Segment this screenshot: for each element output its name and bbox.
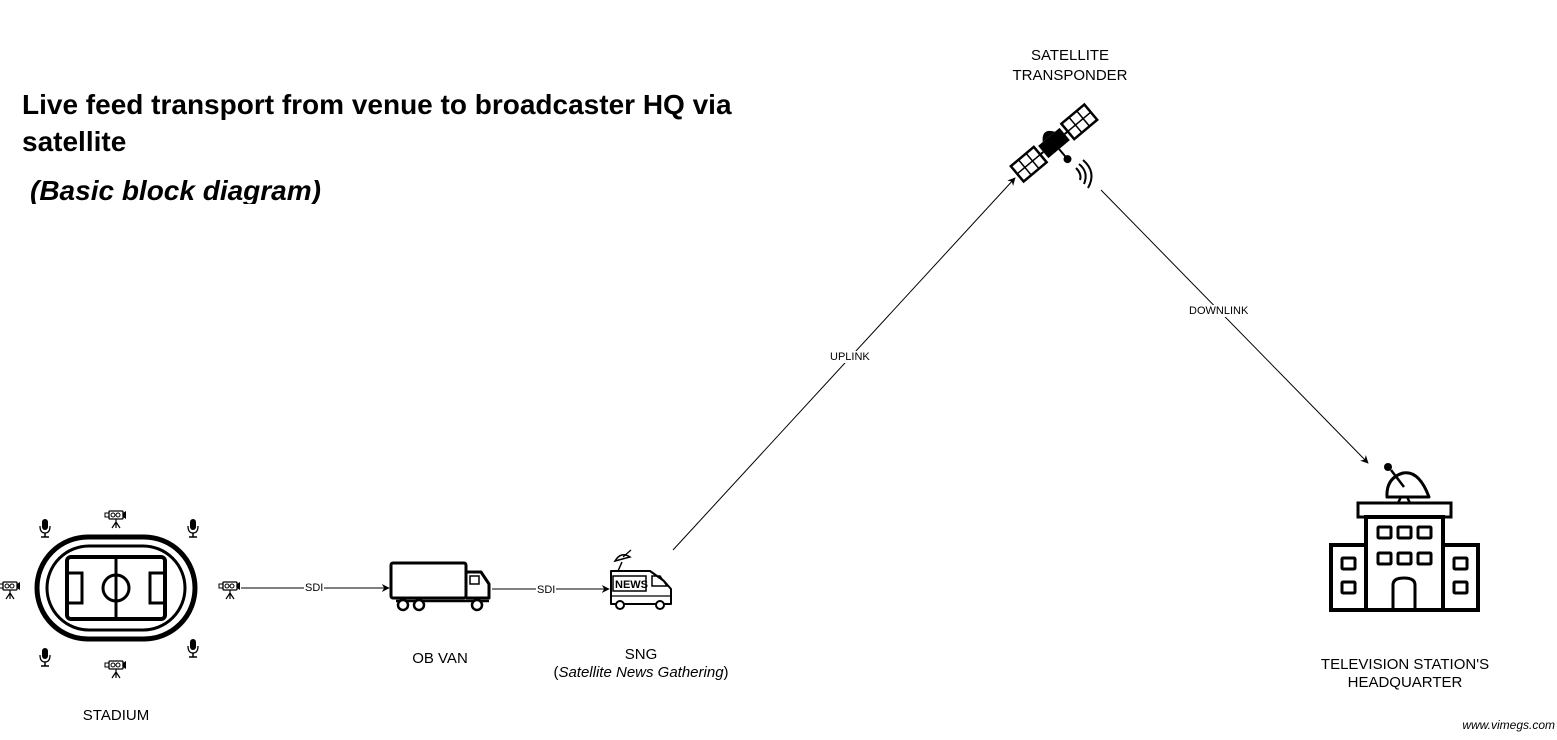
edge-downlink [1100, 189, 1369, 464]
svg-text:NEWS: NEWS [615, 579, 648, 591]
camera-icon [0, 581, 21, 600]
headquarters-label-line2: HEADQUARTER [1347, 674, 1463, 691]
microphone-icon [39, 518, 51, 538]
headquarters-building-icon [1329, 463, 1480, 612]
edge-uplink [672, 177, 1016, 551]
stadium-label: STADIUM [82, 707, 150, 724]
microphone-icon [187, 638, 199, 658]
satellite-icon [1009, 102, 1099, 184]
satellite-label-line2: TRANSPONDER [1012, 67, 1128, 84]
sng-sublabel-close: ) [723, 664, 729, 681]
signal-waves-icon [1075, 159, 1093, 189]
diagram-subtitle: (Basic block diagram) [30, 175, 321, 204]
edge-label-sdi-2: SDI [536, 584, 557, 596]
camera-icon [104, 510, 127, 529]
sng-label: SNG [624, 646, 658, 663]
ob-van-label: OB VAN [412, 650, 468, 667]
watermark: www.vimegs.com [1462, 718, 1555, 732]
satellite-label-line1: SATELLITE [1030, 47, 1110, 64]
diagram-title: Live feed transport from venue to broadc… [22, 89, 732, 157]
subtitle-container: (Basic block diagram) [30, 172, 430, 204]
ob-van-icon [389, 561, 491, 612]
sng-sublabel-text: Satellite News Gathering [558, 664, 724, 681]
camera-icon [104, 660, 127, 679]
edge-label-downlink: DOWNLINK [1188, 305, 1250, 317]
headquarters-label-line1: TELEVISION STATION'S [1320, 656, 1490, 673]
camera-icon [218, 581, 241, 600]
sng-sublabel-open: ( [553, 664, 559, 681]
edge-label-sdi-1: SDI [304, 582, 325, 594]
sng-sublabel: (Satellite News Gathering) [501, 664, 781, 682]
microphone-icon [187, 518, 199, 538]
stadium-icon [0, 510, 241, 679]
sng-van-icon: NEWS [610, 549, 672, 610]
microphone-icon [39, 647, 51, 667]
edge-label-uplink: UPLINK [829, 351, 871, 363]
